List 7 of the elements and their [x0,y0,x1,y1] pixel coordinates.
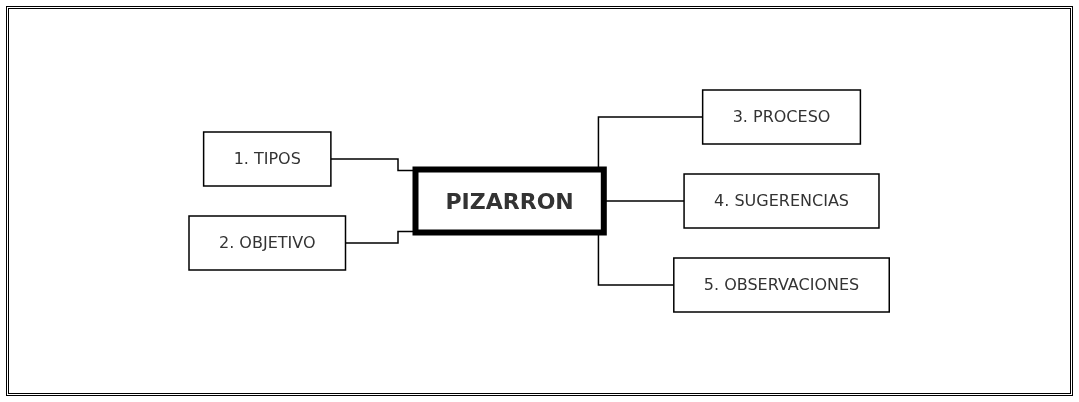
node-box [683,173,881,229]
frame-border: 1. TIPOS 3. PROCESO PIZARRON 2. OBJETIVO 4. SUGERENCIAS 5. OBSERVACIONES [6,6,1073,396]
node-box [673,257,891,313]
node-box [203,131,332,187]
node-box [188,215,347,271]
node-box [702,89,862,145]
node-box [412,166,608,236]
